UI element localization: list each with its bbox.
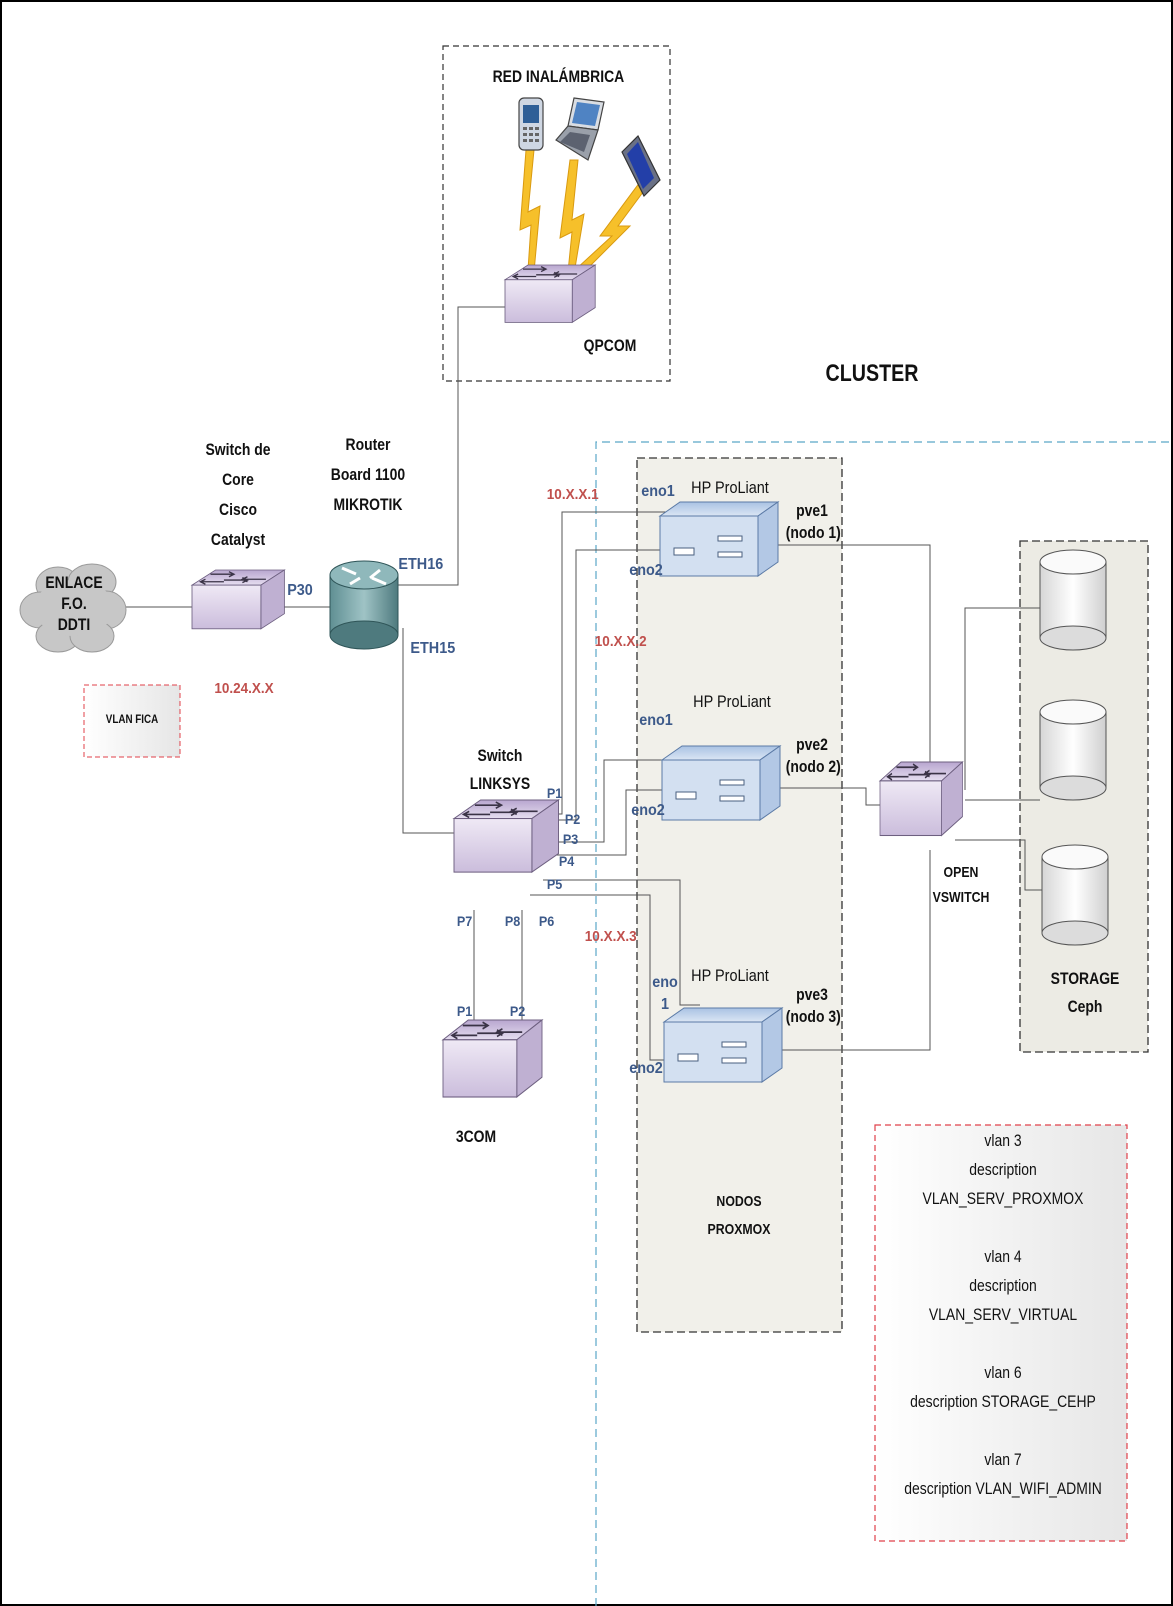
linksys-port-p7: P7 <box>457 913 472 929</box>
pve3-server-icon <box>664 1008 782 1082</box>
linksys-port-p1: P1 <box>547 785 562 801</box>
open-vswitch-icon <box>880 762 963 836</box>
3com-port-p1: P1 <box>457 1003 472 1019</box>
pve3-name: pve3(nodo 3) <box>786 984 838 1028</box>
pve3-ip: 10.X.X.3 <box>585 928 635 945</box>
3com-port-p2: P2 <box>510 1003 525 1019</box>
pve1-server-icon <box>660 502 778 576</box>
linksys-port-p6: P6 <box>539 913 554 929</box>
pve2-server-icon <box>662 746 780 820</box>
linksys-port-p2: P2 <box>565 811 580 827</box>
pve2-model: HP ProLiant <box>690 692 775 712</box>
wireless-signal-3 <box>575 182 646 276</box>
wireless-signal-2 <box>560 160 584 274</box>
linksys-switch-icon <box>454 800 559 872</box>
core-port-label: P30 <box>284 582 316 600</box>
pve3-model: HP ProLiant <box>688 966 773 986</box>
pve2-eno1: eno1 <box>638 712 674 730</box>
ceph-disk-1-icon <box>1040 550 1106 650</box>
eth16-label: ETH16 <box>398 556 441 574</box>
ceph-disk-3-icon <box>1042 845 1108 945</box>
pve1-name: pve1(nodo 1) <box>786 500 838 544</box>
linksys-port-p8: P8 <box>505 913 520 929</box>
tablet-icon <box>622 136 660 196</box>
eth15-label: ETH15 <box>410 640 453 658</box>
pve1-eno1: eno1 <box>640 483 676 501</box>
wireless-signal-1 <box>520 150 540 272</box>
core-switch-icon <box>192 570 284 629</box>
linksys-port-p4: P4 <box>559 853 574 869</box>
pve2-eno2: eno2 <box>630 802 666 820</box>
wireless-title: RED INALÁMBRICA <box>493 64 608 90</box>
pve1-model: HP ProLiant <box>688 478 773 498</box>
ceph-disk-2-icon <box>1040 700 1106 800</box>
qpcom-label: QPCOM <box>577 333 643 359</box>
laptop-icon <box>556 98 604 160</box>
3com-label: 3COM <box>451 1124 500 1150</box>
cluster-title: CLUSTER <box>823 360 921 388</box>
pve2-name: pve2(nodo 2) <box>786 734 838 778</box>
core-ip-label: 10.24.X.X <box>208 680 280 697</box>
pve3-eno2: eno2 <box>628 1060 664 1078</box>
router-icon <box>330 561 398 649</box>
vlan-fica-label: VLAN FICA <box>99 712 165 726</box>
linksys-port-p3: P3 <box>563 831 578 847</box>
pve1-eno2: eno2 <box>628 562 664 580</box>
wireless-zone-box <box>443 46 670 381</box>
pve2-ip: 10.X.X.2 <box>595 633 645 650</box>
linksys-port-p5: P5 <box>547 876 562 892</box>
3com-switch-icon <box>443 1020 542 1097</box>
pve1-ip: 10.X.X.1 <box>547 486 597 503</box>
phone-icon <box>519 98 543 150</box>
qpcom-switch-icon <box>505 265 595 322</box>
